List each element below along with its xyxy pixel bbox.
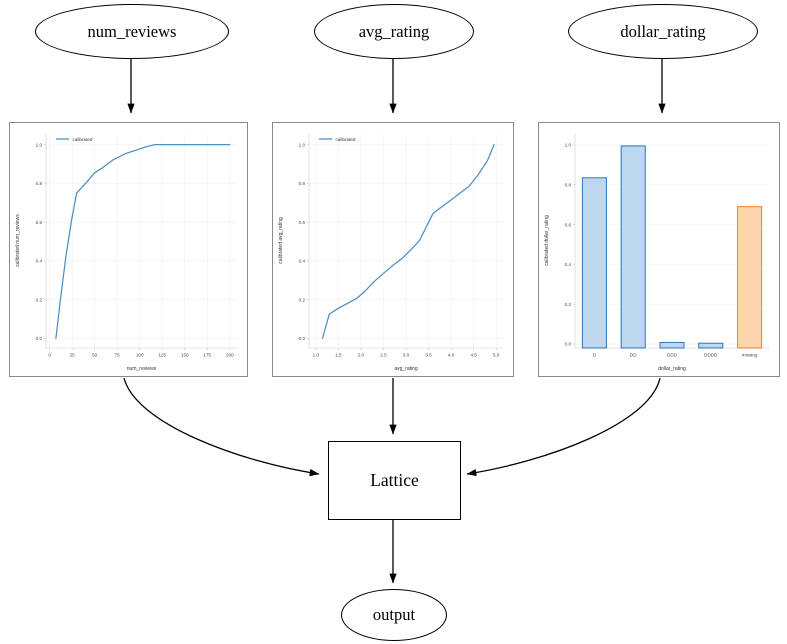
chart-panel-num-reviews: 0 25 50 75 100 125 150 175 200 0.0 0.2 0.4 0.6 0.8 1.0…	[9, 122, 248, 377]
edge-chart1-to-lattice	[123, 377, 320, 477]
svg-text:25: 25	[70, 352, 76, 357]
svg-text:4.0: 4.0	[448, 352, 455, 357]
svg-text:0.6: 0.6	[36, 220, 43, 225]
svg-text:125: 125	[158, 352, 166, 357]
svg-text:num_reviews: num_reviews	[127, 366, 157, 372]
svg-text:175: 175	[203, 352, 211, 357]
svg-text:0.8: 0.8	[299, 181, 306, 186]
svg-text:missing: missing	[742, 352, 758, 357]
node-lattice-label: Lattice	[370, 470, 419, 490]
svg-text:5.0: 5.0	[493, 352, 500, 357]
svg-text:2.5: 2.5	[380, 352, 387, 357]
node-dollar-rating[interactable]: dollar_rating	[568, 4, 758, 59]
svg-text:0.4: 0.4	[299, 259, 306, 264]
edge-chart3-to-lattice	[466, 377, 661, 477]
svg-text:50: 50	[92, 352, 98, 357]
svg-text:0.0: 0.0	[36, 336, 43, 341]
node-output[interactable]: output	[341, 589, 447, 641]
svg-text:calibrated: calibrated	[336, 137, 356, 142]
svg-text:3.0: 3.0	[403, 352, 410, 357]
svg-text:calibrated: calibrated	[73, 137, 93, 142]
svg-text:0.0: 0.0	[565, 342, 572, 347]
avg-rating-calibration-plot: 1.0 1.5 2.0 2.5 3.0 3.5 4.0 4.5 5.0 0.0 0.2 0.4 0.6 0…	[278, 133, 503, 372]
num-reviews-calibration-plot: 0 25 50 75 100 125 150 175 200 0.0 0.2 0.4 0.6 0.8 1.0…	[15, 133, 237, 372]
svg-text:1.5: 1.5	[335, 352, 342, 357]
svg-text:calibrated num_reviews: calibrated num_reviews	[15, 214, 21, 267]
node-num-reviews[interactable]: num_reviews	[35, 4, 229, 59]
svg-text:calibrated avg_rating: calibrated avg_rating	[278, 217, 284, 264]
svg-text:D: D	[593, 352, 597, 357]
svg-text:1.0: 1.0	[299, 142, 306, 147]
svg-text:avg_rating: avg_rating	[394, 366, 418, 372]
svg-text:calibrated dollar_rating: calibrated dollar_rating	[544, 215, 550, 266]
svg-text:0.2: 0.2	[299, 297, 306, 302]
svg-text:2.0: 2.0	[358, 352, 365, 357]
svg-text:4.5: 4.5	[470, 352, 477, 357]
chart-panel-avg-rating: 1.0 1.5 2.0 2.5 3.0 3.5 4.0 4.5 5.0 0.0 0.2 0.4 0.6 0…	[272, 122, 514, 377]
svg-text:3.5: 3.5	[425, 352, 432, 357]
svg-text:0.6: 0.6	[299, 220, 306, 225]
svg-text:DDD: DDD	[667, 352, 678, 357]
node-num-reviews-label: num_reviews	[87, 21, 177, 41]
node-avg-rating[interactable]: avg_rating	[314, 4, 474, 59]
svg-text:DDDD: DDDD	[704, 352, 718, 357]
node-output-label: output	[372, 605, 416, 624]
svg-text:1.0: 1.0	[565, 143, 572, 148]
svg-text:0.8: 0.8	[565, 182, 572, 187]
svg-text:0.6: 0.6	[565, 222, 572, 227]
svg-text:100: 100	[136, 352, 144, 357]
svg-text:0.8: 0.8	[36, 181, 43, 186]
svg-text:0.0: 0.0	[299, 336, 306, 341]
svg-text:dollar_rating: dollar_rating	[658, 366, 686, 372]
svg-text:0.4: 0.4	[565, 262, 572, 267]
svg-text:75: 75	[115, 352, 121, 357]
svg-text:150: 150	[181, 352, 189, 357]
node-lattice[interactable]: Lattice	[328, 441, 461, 520]
node-avg-rating-label: avg_rating	[358, 21, 430, 41]
svg-text:0.4: 0.4	[36, 259, 43, 264]
svg-text:0: 0	[48, 352, 51, 357]
svg-text:0.2: 0.2	[565, 302, 572, 307]
svg-text:200: 200	[226, 352, 234, 357]
svg-text:0.2: 0.2	[36, 297, 43, 302]
svg-text:DD: DD	[630, 352, 637, 357]
svg-text:1.0: 1.0	[36, 142, 43, 147]
svg-text:1.0: 1.0	[313, 352, 320, 357]
node-dollar-rating-label: dollar_rating	[620, 21, 706, 41]
